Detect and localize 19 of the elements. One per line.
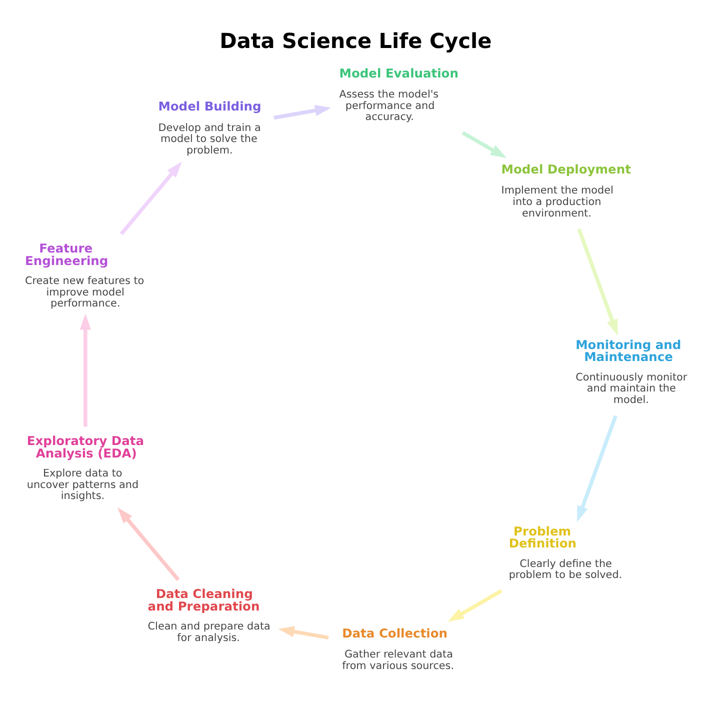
arrow xyxy=(278,626,329,640)
arrow xyxy=(448,588,502,622)
node-text: Data Collection Gather relevant data from various sources. xyxy=(342,626,454,672)
arrow xyxy=(274,104,332,120)
arrow xyxy=(462,130,507,158)
node-text: Model Evaluation Assess the model's performance and accuracy. xyxy=(339,66,458,123)
arrow xyxy=(120,161,182,235)
node-text: Model Deployment Implement the model into a production environment. xyxy=(501,162,631,219)
arrow xyxy=(577,414,618,522)
node-text: Problem Definition Clearly define the problem to be solved. xyxy=(508,524,622,581)
arrow xyxy=(118,506,180,581)
node-text: Exploratory Data Analysis (EDA) Explore data to uncover patterns and insights. xyxy=(26,434,144,502)
arrow xyxy=(80,313,92,426)
node-text: Model Building Develop and train a model to solve the problem. xyxy=(158,99,262,156)
node-text: Data Cleaning and Preparation Clean and prepare data for analysis. xyxy=(148,586,270,644)
node-text: Monitoring and Maintenance Continuously monitor and maintain the model. xyxy=(576,337,688,406)
arrow xyxy=(577,228,618,336)
diagram-title: Data Science Life Cycle xyxy=(220,28,492,53)
node-text: Feature Engineering Create new features to improve model performance. xyxy=(25,241,144,310)
